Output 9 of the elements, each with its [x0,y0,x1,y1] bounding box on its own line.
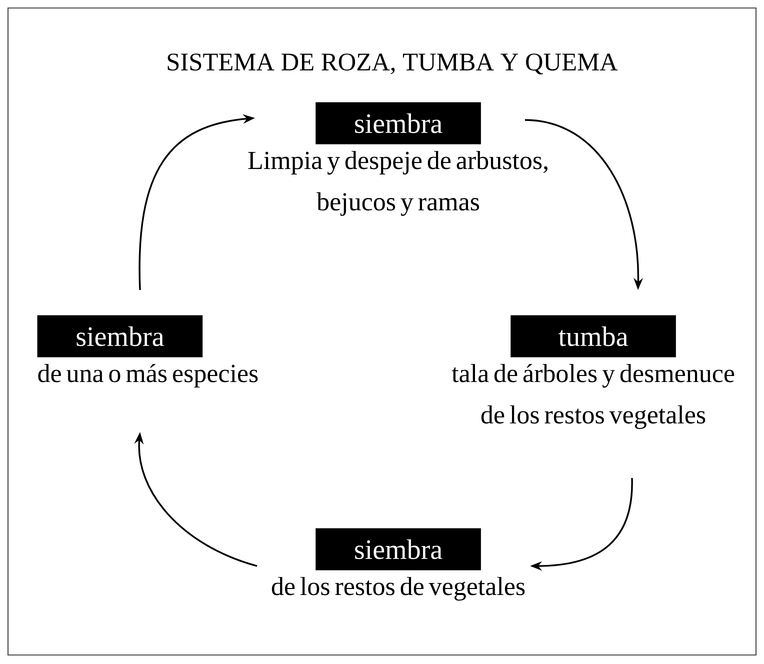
step-box: siembra [37,315,203,358]
step-box: siembra [316,102,481,144]
title: SISTEMA DE ROZA, TUMBA Y QUEMA [168,54,618,74]
step-description: de una o más especies [38,364,258,388]
step-description: de los restos de vegetales [272,576,525,601]
step-box: siembra [316,528,481,570]
step-box: tumba [510,315,676,358]
step-description: Limpia y despeje de arbustos, bejucos y ramas [248,150,548,216]
step-description: tala de árboles y desmenuce de los restos vegetales [452,364,734,429]
